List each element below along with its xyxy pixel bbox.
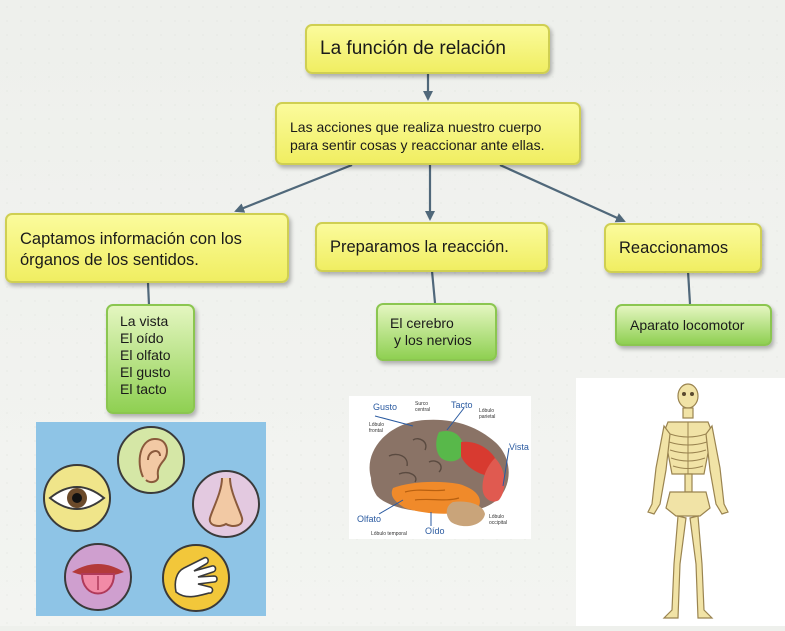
brain-label-temporal: Lóbulo temporal <box>371 531 407 537</box>
branch-react-text: Reaccionamos <box>619 239 729 257</box>
nose-icon <box>192 470 260 538</box>
brain-illustration: Gusto Surco central Tacto Lóbulo parieta… <box>349 396 531 539</box>
arrow-to-branch-react <box>499 163 626 223</box>
locomotor-text: Aparato locomotor <box>630 317 745 333</box>
definition-line1: Las acciones que realiza nuestro cuerpo <box>290 119 542 135</box>
sense-item: El tacto <box>120 381 167 397</box>
brain-label-gusto: Gusto <box>373 402 398 412</box>
definition-node: Las acciones que realiza nuestro cuerpo … <box>275 102 581 165</box>
brain-label-vista: Vista <box>509 442 529 452</box>
brain-line1: El cerebro <box>390 315 454 331</box>
branch-reaction-text: Preparamos la reacción. <box>330 238 509 256</box>
brain-line2: y los nervios <box>394 332 472 348</box>
brain-label-oido: Oído <box>425 526 445 536</box>
line-locomotor <box>686 270 692 305</box>
locomotor-node: Aparato locomotor <box>615 304 772 346</box>
hand-icon <box>162 544 230 612</box>
tongue-icon <box>64 543 132 611</box>
brain-label-tacto: Tacto <box>451 400 473 410</box>
sense-item: El olfato <box>120 347 171 363</box>
branch-reaction-node: Preparamos la reacción. <box>315 222 548 272</box>
title-node: La función de relación <box>305 24 550 74</box>
branch-senses-node: Captamos información con los órganos de … <box>5 213 289 283</box>
brain-label-parietal: Lóbulo parietal <box>479 408 496 420</box>
ear-icon <box>117 426 185 494</box>
skeleton-illustration <box>576 378 785 626</box>
eye-icon <box>43 464 111 532</box>
sense-item: El gusto <box>120 364 171 380</box>
line-brain <box>430 270 437 304</box>
line-senses <box>146 282 151 306</box>
sense-item: La vista <box>120 313 169 329</box>
brain-label-olfato: Olfato <box>357 514 382 524</box>
skeleton-icon <box>647 383 729 619</box>
senses-illustration <box>36 422 266 616</box>
senses-list-node: La vista El oído El olfato El gusto El t… <box>106 304 195 414</box>
brain-node: El cerebro y los nervios <box>376 303 497 361</box>
arrow-to-branch-senses <box>234 163 353 213</box>
branch-senses-line2: órganos de los sentidos. <box>20 251 199 269</box>
brain-label-surco: Surco central <box>415 401 431 413</box>
title-text: La función de relación <box>320 38 506 59</box>
branch-senses-line1: Captamos información con los <box>20 230 242 248</box>
brain-icon <box>369 407 510 527</box>
sense-item: El oído <box>120 330 164 346</box>
brain-label-occipital: Lóbulo occipital <box>489 514 508 526</box>
branch-react-node: Reaccionamos <box>604 223 762 273</box>
brain-label-frontal: Lóbulo frontal <box>369 422 385 434</box>
definition-line2: para sentir cosas y reaccionar ante ella… <box>290 137 545 153</box>
